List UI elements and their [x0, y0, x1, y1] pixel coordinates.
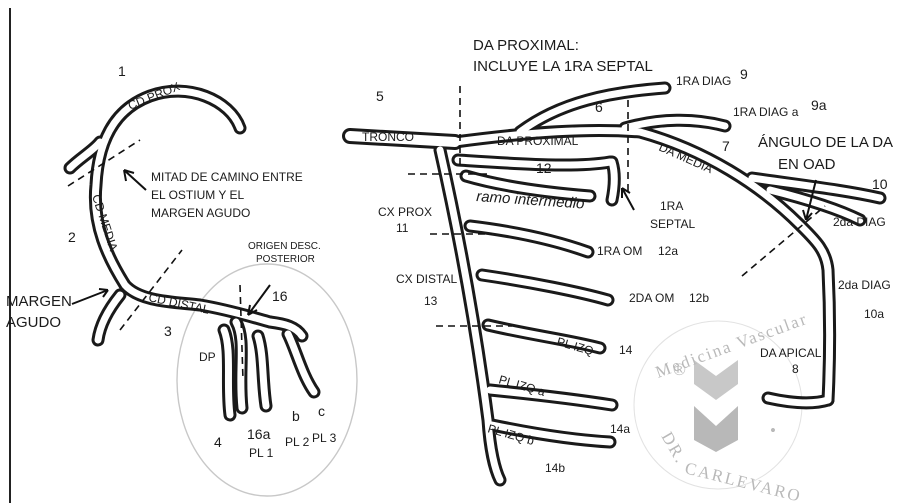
- labels: CD PROX 1 MITAD DE CAMINO ENTRE EL OSTIU…: [6, 37, 893, 475]
- watermark-bottom-text: CARLEVARO: [683, 458, 804, 503]
- label-pl2: PL 2: [285, 435, 310, 449]
- label-16: 16: [272, 288, 288, 304]
- label-10: 10: [872, 176, 888, 192]
- label-11: 11: [396, 221, 409, 235]
- label-6: 6: [595, 99, 603, 115]
- label-7: 7: [722, 138, 730, 154]
- label-10a: 10a: [864, 307, 884, 321]
- label-1ra-om: 1RA OM: [597, 244, 642, 258]
- label-12: 12: [536, 160, 552, 176]
- label-mitad-2: EL OSTIUM Y EL: [151, 188, 244, 202]
- label-1ra-diag: 1RA DIAG: [676, 74, 731, 88]
- label-margen-2: AGUDO: [6, 314, 61, 331]
- label-tronco: TRONCO: [362, 130, 414, 144]
- label-septal-2: SEPTAL: [650, 217, 695, 231]
- label-13: 13: [424, 294, 438, 308]
- watermark-logo-lower: [694, 406, 738, 452]
- label-da-prox-title-2: INCLUYE LA 1RA SEPTAL: [473, 58, 653, 75]
- label-origen-1: ORIGEN DESC.: [248, 241, 321, 252]
- label-9: 9: [740, 66, 748, 82]
- label-9a: 9a: [811, 97, 827, 113]
- margen-arrow: [72, 289, 108, 304]
- label-12b: 12b: [689, 291, 709, 305]
- label-1: 1: [118, 63, 126, 79]
- label-12a: 12a: [658, 244, 678, 258]
- label-14a: 14a: [610, 422, 630, 436]
- watermark-dot: •: [770, 421, 778, 440]
- label-pl1: PL 1: [249, 446, 274, 460]
- label-b: b: [292, 408, 300, 424]
- label-3: 3: [164, 323, 172, 339]
- label-1ra-diag-a: 1RA DIAG a: [733, 105, 799, 119]
- label-mitad-3: MARGEN AGUDO: [151, 206, 250, 220]
- label-angulo-2: EN OAD: [778, 156, 836, 173]
- label-pl3: PL 3: [312, 431, 337, 445]
- label-da-apical: DA APICAL: [760, 346, 822, 360]
- label-2da-om: 2DA OM: [629, 291, 674, 305]
- label-margen-1: MARGEN: [6, 293, 72, 310]
- label-cx-distal: CX DISTAL: [396, 272, 457, 286]
- label-dp: DP: [199, 350, 216, 364]
- label-angulo-1: ÁNGULO DE LA DA: [758, 134, 893, 151]
- label-8: 8: [792, 362, 799, 376]
- label-2da-diag: 2da DIAG: [833, 215, 886, 229]
- label-4: 4: [214, 434, 222, 450]
- label-da-proximal: DA PROXIMAL: [497, 134, 579, 148]
- label-cd-distal: CD DISTAL: [147, 290, 211, 317]
- label-5: 5: [376, 88, 384, 104]
- septal-arrow: [622, 188, 634, 210]
- label-da-prox-title-1: DA PROXIMAL:: [473, 37, 579, 54]
- label-cx-prox: CX PROX: [378, 205, 432, 219]
- origen-arrow: [248, 285, 270, 315]
- mitad-arrow: [124, 170, 146, 190]
- label-16a: 16a: [247, 426, 271, 442]
- label-origen-2: POSTERIOR: [256, 254, 315, 265]
- label-14b: 14b: [545, 461, 565, 475]
- label-c: c: [318, 403, 325, 419]
- label-14: 14: [619, 343, 633, 357]
- label-mitad-1: MITAD DE CAMINO ENTRE: [151, 170, 303, 184]
- label-2da-diag-b: 2da DIAG: [838, 278, 891, 292]
- label-2: 2: [68, 229, 76, 245]
- label-septal-1: 1RA: [660, 199, 683, 213]
